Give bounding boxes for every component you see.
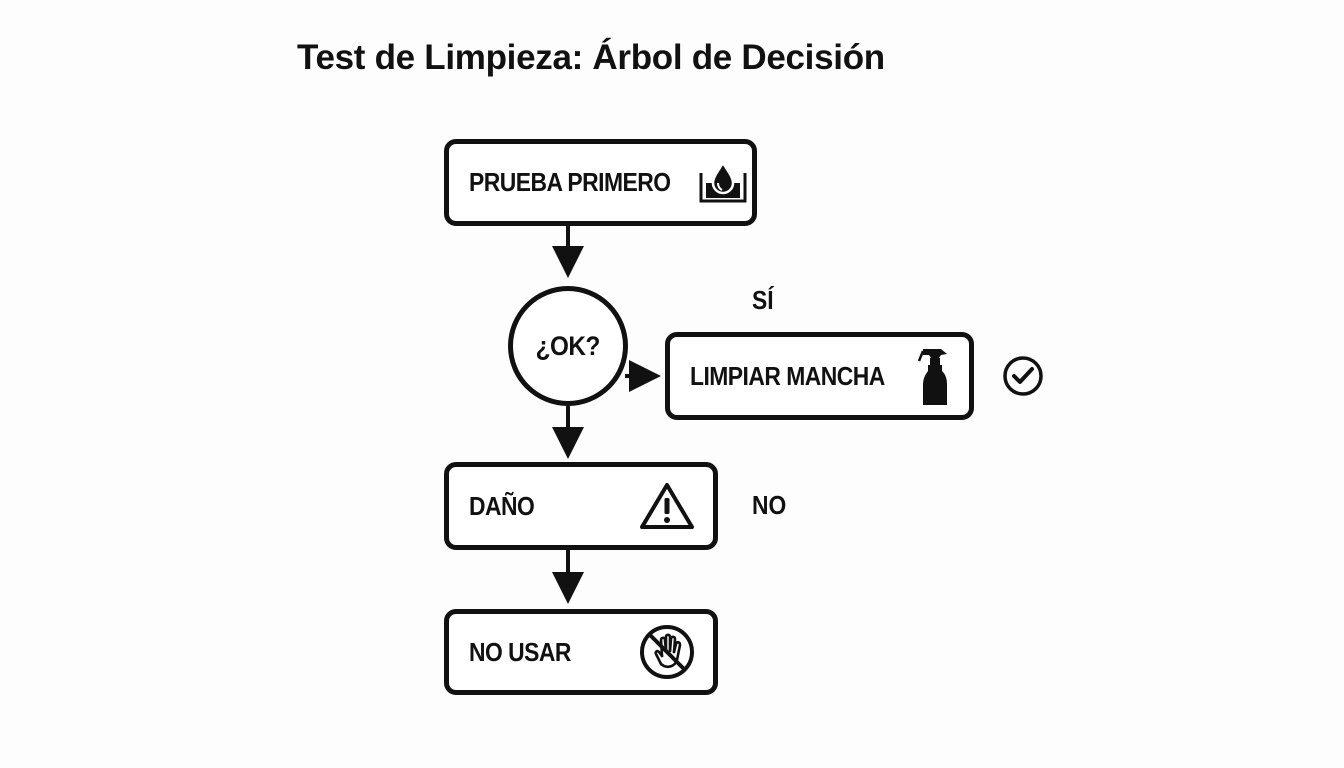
check-circle-icon (1001, 354, 1045, 403)
water-drop-in-container-icon (698, 160, 748, 205)
warning-triangle-icon (639, 481, 695, 531)
branch-no-label: NO (752, 490, 787, 520)
spray-bottle-icon (917, 345, 951, 407)
decision-label: ¿OK? (535, 330, 601, 361)
node-dano-label: DAÑO (469, 490, 535, 521)
node-limpiar-mancha: LIMPIAR MANCHA (665, 332, 974, 420)
no-hand-icon (639, 624, 695, 680)
node-dano: DAÑO (444, 462, 718, 550)
node-prueba-label: PRUEBA PRIMERO (469, 167, 671, 197)
node-prueba-primero: PRUEBA PRIMERO (444, 139, 757, 226)
branch-yes-label: SÍ (752, 285, 774, 315)
node-nousar-label: NO USAR (469, 636, 571, 667)
decision-ok: ¿OK? (508, 286, 628, 406)
diagram-title: Test de Limpieza: Árbol de Decisión (297, 38, 885, 77)
node-limpiar-label: LIMPIAR MANCHA (690, 360, 885, 391)
node-no-usar: NO USAR (444, 609, 718, 695)
